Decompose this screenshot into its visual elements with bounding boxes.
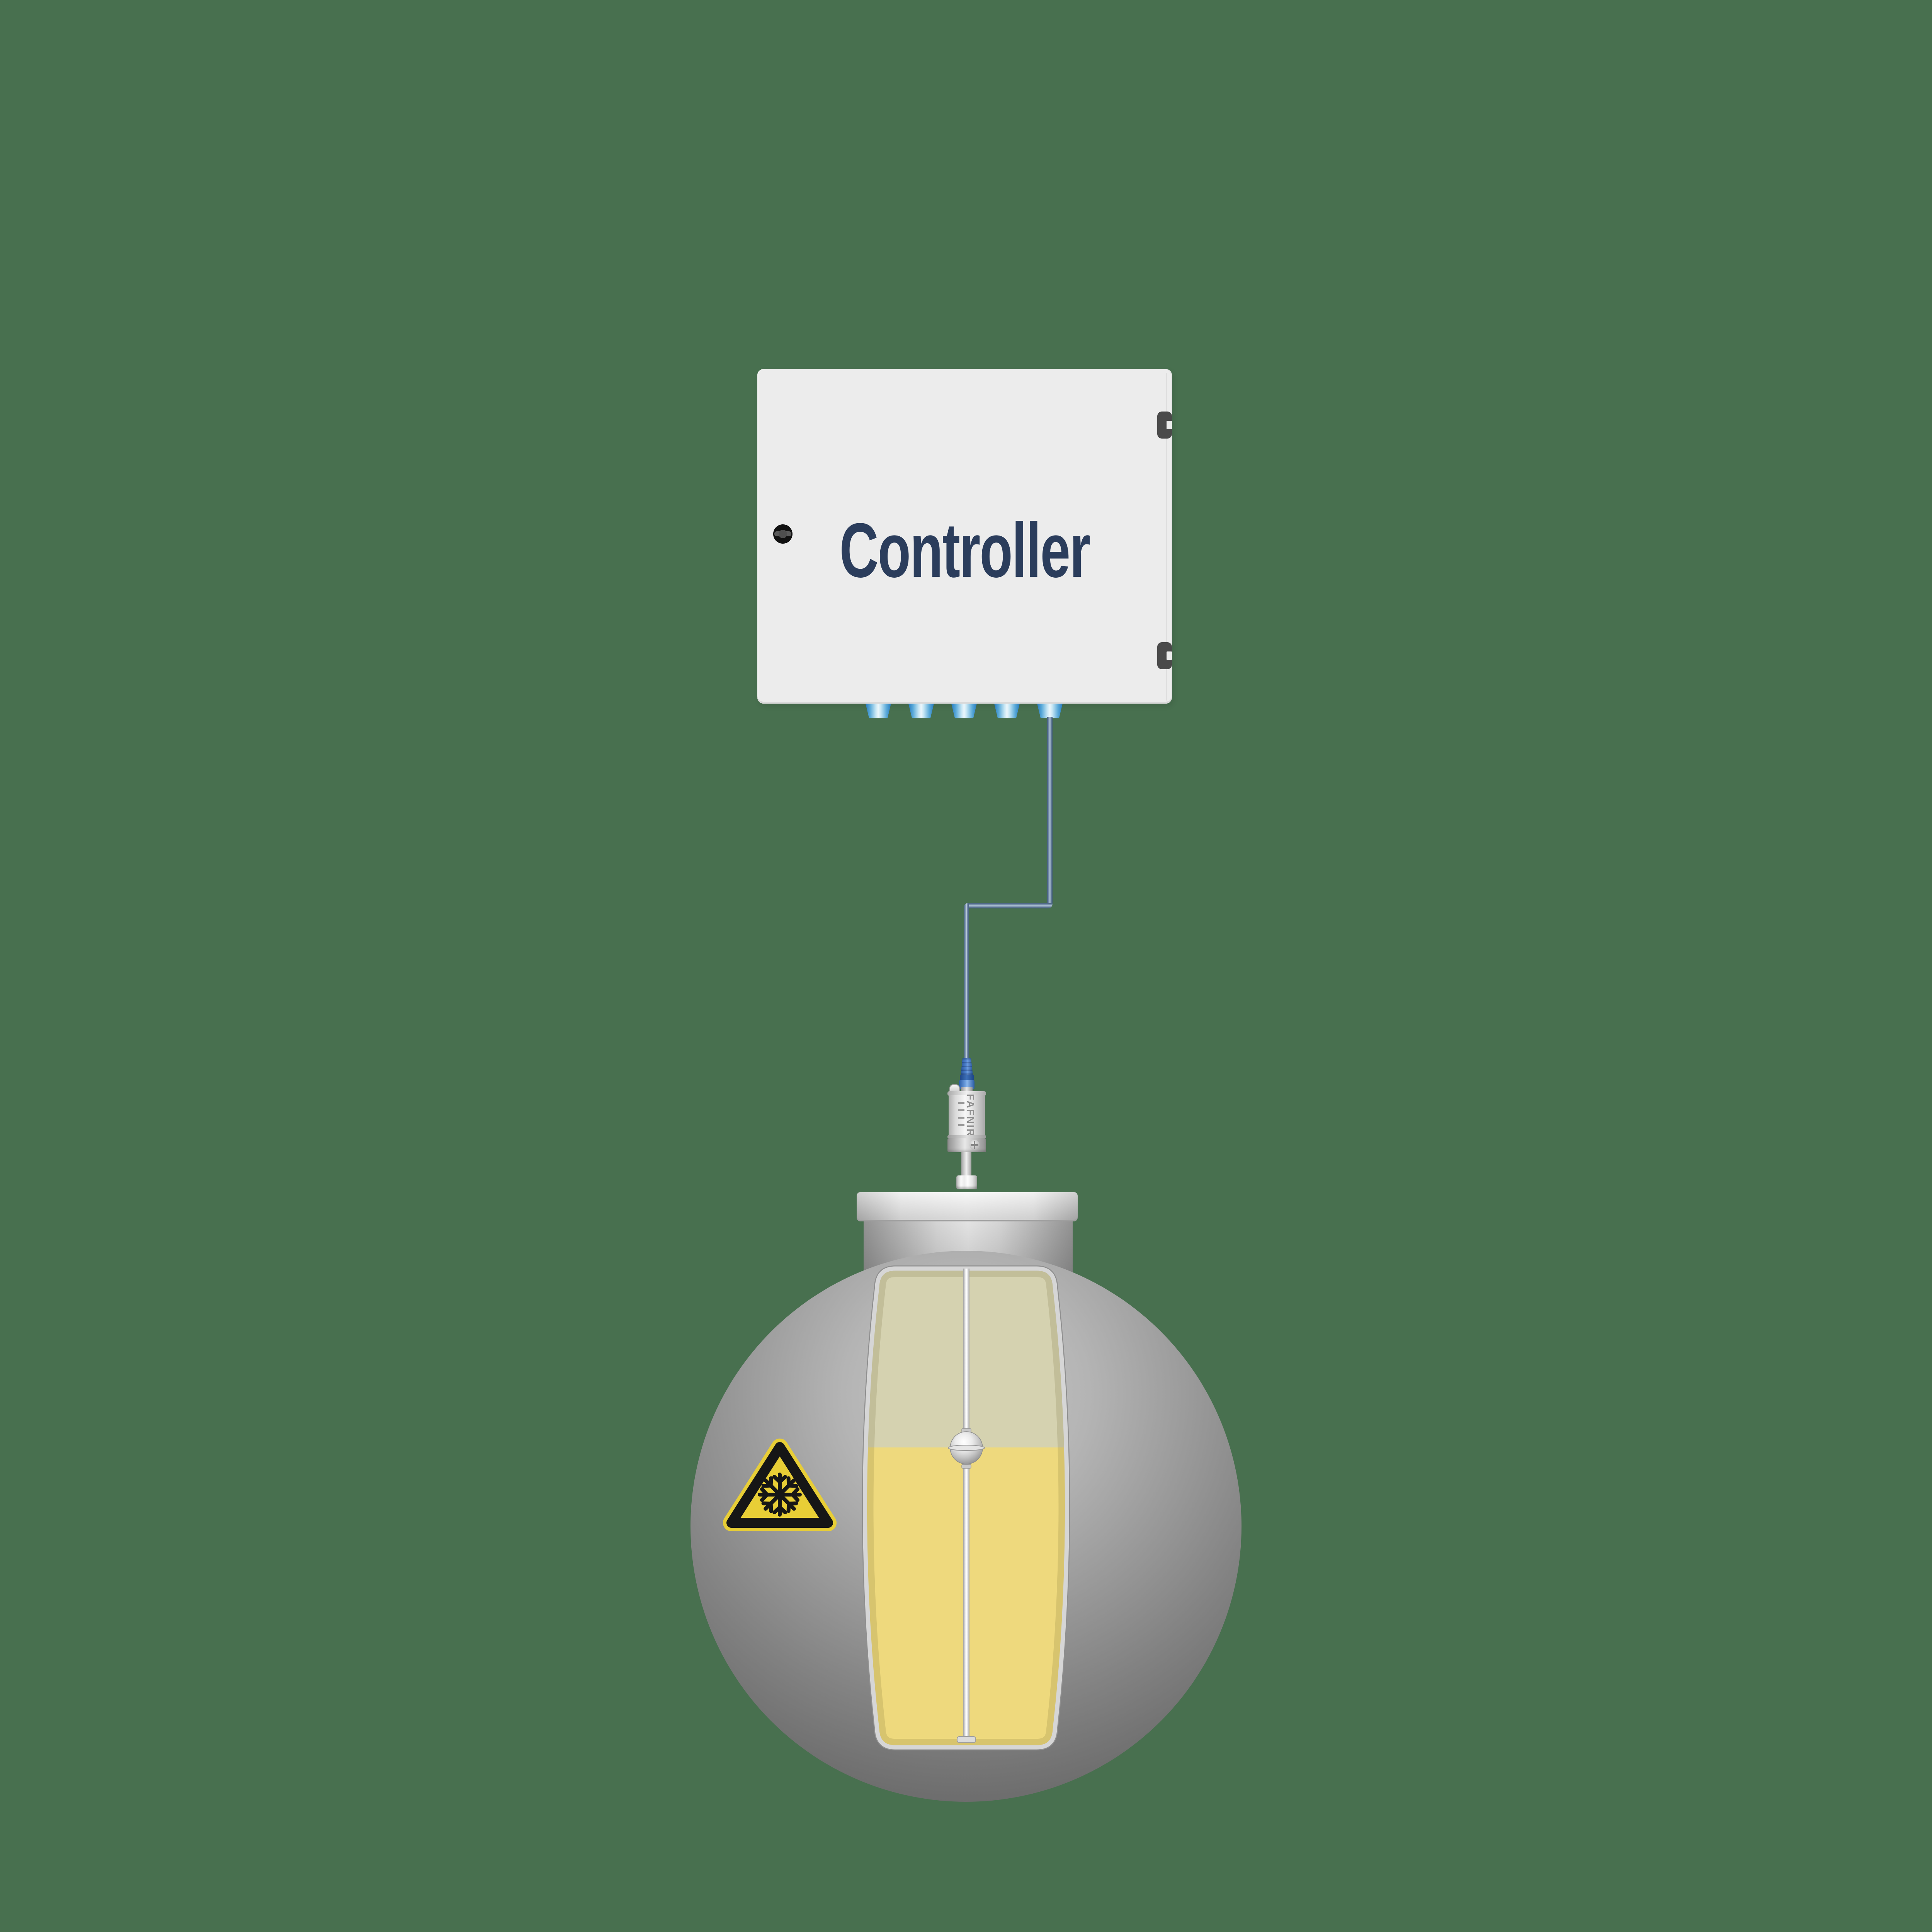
probe-head-collar [947, 1138, 986, 1152]
probe-brand-label: FAFNIR [965, 1094, 976, 1137]
screw-slot-vertical [974, 1141, 975, 1149]
cutaway-border [863, 1266, 1069, 1750]
probe-head-cap [947, 1091, 986, 1096]
cabinet-hinge-top-notch [1167, 421, 1172, 429]
signal-cable-vertical-lower [964, 903, 969, 1061]
low-temperature-warning-sign [723, 1439, 837, 1531]
cable-plug-boot [961, 1058, 973, 1076]
probe-rod-end-stop [957, 1736, 976, 1743]
float-equator-ring [948, 1445, 985, 1451]
cable-gland [866, 704, 891, 718]
probe-head-ring [947, 1135, 986, 1138]
cable-gland [994, 704, 1020, 718]
controller-cabinet [757, 369, 1172, 704]
cabinet-door-seam [1166, 373, 1167, 701]
brand-logo-bar [958, 1109, 964, 1111]
signal-cable-vertical-upper [1047, 717, 1053, 904]
probe-stem [961, 1152, 971, 1176]
float-lower-collar [961, 1464, 971, 1469]
probe-hex-nut [956, 1175, 977, 1189]
level-probe-rod [963, 1269, 969, 1737]
plug-metal-gland [961, 1087, 973, 1092]
probe-head-body [949, 1095, 985, 1136]
tank-manhole-flange [857, 1192, 1078, 1221]
snowflake-icon [758, 1473, 802, 1517]
signal-cable-horizontal [968, 903, 1053, 908]
brand-logo-bar [958, 1117, 964, 1119]
tank-cutaway [862, 1265, 1070, 1750]
cable-gland [908, 704, 934, 718]
cable-plug-ring [960, 1075, 974, 1081]
door-lock-boss [779, 530, 787, 538]
brand-logo-bar [958, 1102, 964, 1104]
cable-gland [1037, 704, 1063, 718]
cabinet-hinge-bottom-notch [1167, 651, 1172, 660]
brand-logo-bar [958, 1124, 964, 1126]
controller-label: Controller [839, 507, 1091, 594]
cable-gland [951, 704, 977, 718]
